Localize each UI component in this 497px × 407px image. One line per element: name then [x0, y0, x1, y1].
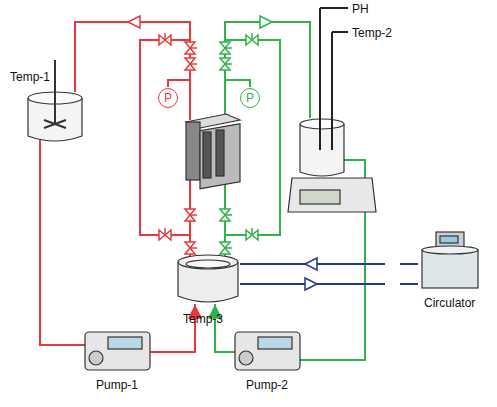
- membrane-stack: [186, 114, 240, 189]
- gauge-label: P: [246, 92, 254, 104]
- pressure-gauge: P: [158, 88, 178, 108]
- valve-stem: [164, 228, 166, 235]
- valve-group: [159, 33, 258, 254]
- coolant-line: [240, 264, 418, 284]
- component-label: PH: [352, 2, 369, 16]
- component-label: Pump-1: [96, 378, 138, 392]
- valve-stem: [190, 63, 197, 65]
- component-label: Temp-3: [183, 312, 223, 326]
- valve-stem: [225, 63, 232, 65]
- valve-stem: [225, 47, 232, 49]
- valve-stem: [225, 247, 232, 249]
- pressure-gauge: P: [240, 88, 260, 108]
- valve-stem: [251, 33, 253, 40]
- component-label: Circulator: [424, 296, 475, 310]
- pump: [85, 332, 300, 370]
- valve-stem: [251, 228, 253, 235]
- flow-arrowhead: [128, 16, 371, 318]
- gauge-label: P: [164, 92, 172, 104]
- valve-stem: [164, 33, 166, 40]
- component-label: Temp-1: [10, 70, 50, 84]
- valve-stem: [225, 214, 232, 216]
- jacketed-beaker: [178, 255, 238, 302]
- valve-stem: [190, 247, 197, 249]
- circulator: [422, 232, 478, 288]
- component-label: Pump-2: [246, 378, 288, 392]
- red-flow-line: [40, 22, 195, 352]
- valve-stem: [190, 47, 197, 49]
- component-label: Temp-2: [352, 26, 392, 40]
- valve-stem: [190, 214, 197, 216]
